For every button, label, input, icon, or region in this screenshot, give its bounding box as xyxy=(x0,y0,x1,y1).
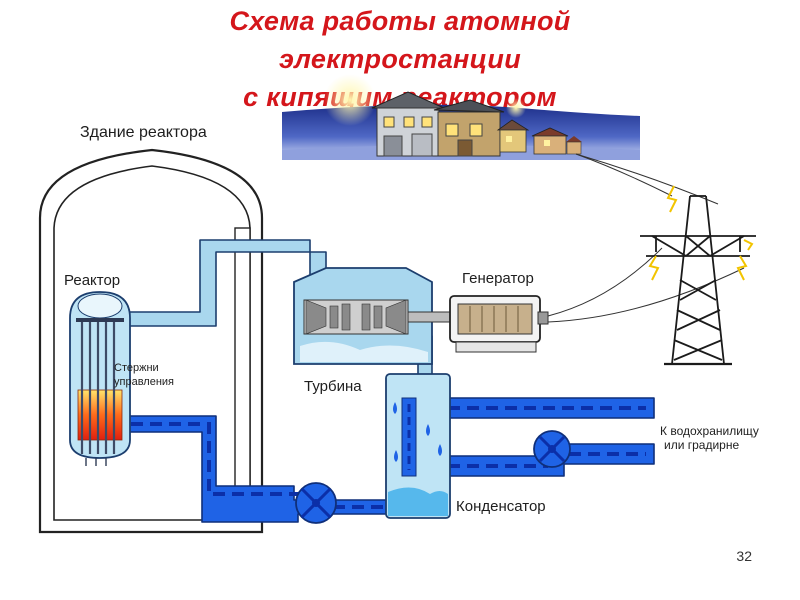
turbine xyxy=(293,267,459,365)
reactor-vessel xyxy=(69,291,131,466)
generator xyxy=(449,295,549,353)
small-house-icon xyxy=(531,127,582,155)
slide-number: 32 xyxy=(736,548,752,564)
condenser xyxy=(385,373,451,519)
spark-icon xyxy=(648,185,754,281)
pylon-icon xyxy=(640,195,756,366)
house-icon xyxy=(371,91,505,157)
town-landscape xyxy=(282,74,640,160)
label-condenser: Конденсатор xyxy=(456,498,546,515)
label-reactor-building: Здание реактора xyxy=(80,124,207,141)
label-control-rods-2: управления xyxy=(114,376,174,388)
pump-icon xyxy=(533,430,571,468)
power-lines xyxy=(547,153,745,323)
pump-icon xyxy=(295,482,337,524)
label-generator: Генератор xyxy=(462,270,534,287)
small-house-icon xyxy=(496,119,530,153)
label-outlet-1: К водохранилищу xyxy=(660,424,759,438)
title-line-1: Схема работы атомной xyxy=(229,6,571,36)
label-reactor: Реактор xyxy=(64,272,121,289)
label-outlet-2: или градирне xyxy=(664,438,740,452)
title-line-2: электростанции xyxy=(278,44,521,74)
label-control-rods-1: Стержни xyxy=(114,362,159,374)
label-turbine: Турбина xyxy=(304,378,362,395)
